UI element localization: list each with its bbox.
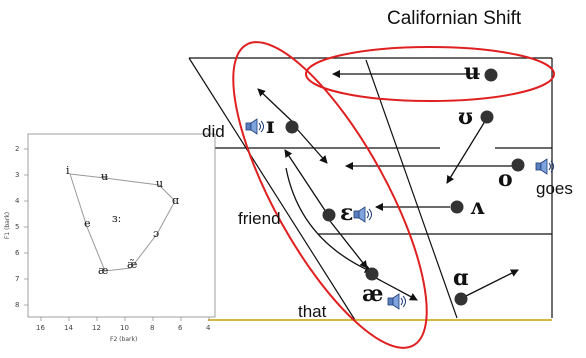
inset-y-ticks <box>24 148 28 306</box>
inset-x-tick-8: 8 <box>150 324 155 332</box>
speaker-icon-did[interactable] <box>245 118 264 135</box>
inset-x-tick-12: 12 <box>92 324 101 332</box>
dot-i <box>285 120 299 134</box>
arrow-ash-shift <box>375 277 418 301</box>
inset-y-tick-7: 7 <box>15 275 20 283</box>
inset-vowel-u: u <box>156 177 164 190</box>
trapezoid-center-line <box>365 59 458 319</box>
vowel-symbol-epsilon: ɛ <box>340 200 354 226</box>
inset-x-tick-6: 6 <box>178 324 183 332</box>
dot-u <box>484 68 498 82</box>
dot-a <box>454 292 468 306</box>
inset-x-tick-10: 10 <box>120 324 129 332</box>
inset-vowel-i: i <box>66 164 70 177</box>
arrow-epsilon-up <box>284 149 331 219</box>
shift-arrows <box>257 70 519 301</box>
dot-upsilon <box>480 110 494 124</box>
inset-x-tick-16: 16 <box>36 324 45 332</box>
ellipse-u-fronting <box>305 46 555 102</box>
speaker-icon-goes[interactable] <box>535 158 554 175</box>
diagram-title: Californian Shift <box>387 8 522 29</box>
speaker-icons <box>245 118 554 310</box>
trapezoid-left-edge <box>188 57 356 321</box>
inset-y-tick-4: 4 <box>15 197 20 205</box>
vowel-symbol-i: ɪ <box>266 113 275 139</box>
vowel-symbol-u: u <box>464 59 480 85</box>
inset-vowel-alpha: ɑ <box>172 194 180 207</box>
inset-x-axis-label: F2 (bark) <box>110 336 138 343</box>
word-label-that: that <box>298 302 327 321</box>
arrow-i-down <box>296 128 328 164</box>
inset-x-ticks <box>40 317 210 321</box>
inset-x-tick-4: 4 <box>206 324 211 332</box>
arrow-epsilon-curve <box>285 167 373 273</box>
ellipse-front-vowels <box>232 41 428 349</box>
arrow-i-up <box>257 88 298 127</box>
inset-plot <box>24 133 216 321</box>
arrow-a-shift <box>465 269 519 297</box>
vowel-trapezoid <box>188 57 553 321</box>
inset-vowel-ae: æ <box>98 264 109 277</box>
inset-y-tick-5: 5 <box>15 223 20 231</box>
inset-y-axis-label: F1 (bark) <box>4 211 12 240</box>
speaker-icon-that[interactable] <box>387 293 406 310</box>
inset-vowel-e: e <box>84 217 91 230</box>
inset-y-tick-2: 2 <box>15 145 20 153</box>
vowel-symbol-o: o <box>498 166 513 192</box>
word-label-goes: goes <box>536 179 573 198</box>
word-label-did: did <box>202 122 225 141</box>
vowel-symbol-wedge: ʌ <box>470 194 485 220</box>
dot-o <box>511 158 525 172</box>
arrow-upsilon-shift <box>446 117 488 184</box>
vowel-symbol-upsilon: ʊ <box>458 104 473 130</box>
inset-y-tick-8: 8 <box>15 301 20 309</box>
dot-ash <box>365 267 379 281</box>
inset-vowel-o: ɔ <box>153 227 160 240</box>
inset-frame <box>27 133 216 318</box>
inset-y-tick-6: 6 <box>15 249 20 257</box>
word-label-friend: friend <box>238 209 281 228</box>
inset-vowel-schwa: ɜː <box>112 212 122 225</box>
inset-vowel-ae2: æ̃ <box>127 258 138 271</box>
inset-y-tick-3: 3 <box>15 171 20 179</box>
inset-x-tick-14: 14 <box>64 324 73 332</box>
dot-epsilon <box>322 208 336 222</box>
inset-vowel-polygon <box>69 173 176 272</box>
inset-vowel-u-bar: ʉ <box>101 170 109 183</box>
dot-wedge <box>450 200 464 214</box>
vowel-symbol-a: ɑ <box>453 265 469 291</box>
speaker-icon-friend[interactable] <box>353 206 372 223</box>
arrow-epsilon-down <box>329 220 368 269</box>
vowel-symbol-ash: æ <box>362 281 384 307</box>
vowel-dots <box>285 68 525 306</box>
